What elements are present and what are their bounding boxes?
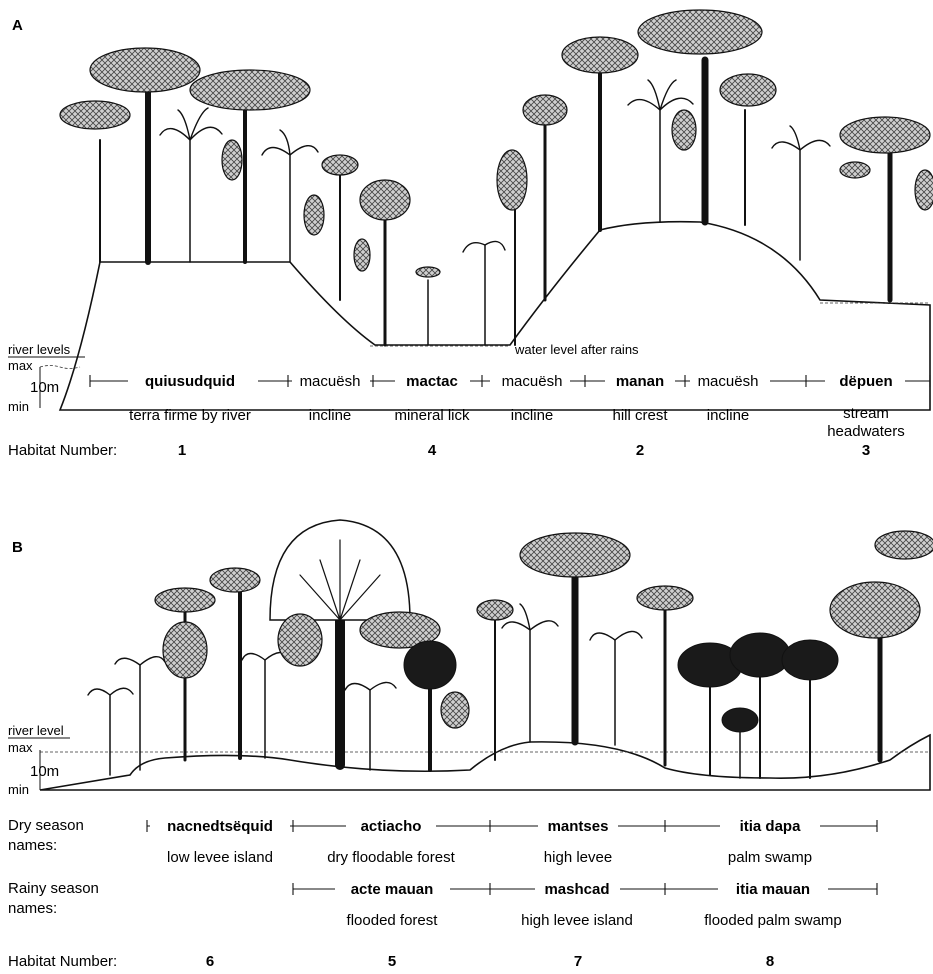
rainy-gloss: flooded palm swamp: [704, 912, 842, 929]
min-label: min: [8, 782, 29, 797]
segment-gloss: mineral lick: [394, 407, 470, 424]
segment-gloss: incline: [511, 407, 554, 424]
terrain-profile-b: [40, 735, 930, 790]
segment-gloss: incline: [707, 407, 750, 424]
dry-name: itia dapa: [740, 818, 802, 835]
dry-name: nacnedtsëquid: [167, 818, 273, 835]
dry-gloss: high levee: [544, 849, 612, 866]
dry-gloss: palm swamp: [728, 849, 812, 866]
habitat-number: 6: [206, 953, 214, 970]
segment-name: manan: [616, 373, 664, 390]
rainy-season-labels: acte mauan flooded forest mashcad high l…: [335, 877, 842, 929]
habitat-number: 4: [428, 442, 437, 459]
segment-gloss: hill crest: [612, 407, 668, 424]
rainy-gloss: high levee island: [521, 912, 633, 929]
segment-name: mactac: [406, 373, 458, 390]
habitat-number: 5: [388, 953, 396, 970]
forest-trees-b: [88, 520, 933, 778]
dry-name: mantses: [548, 818, 609, 835]
segment-gloss-line-1: stream: [843, 405, 889, 422]
panel-b: B: [8, 520, 933, 970]
dry-gloss: low levee island: [167, 849, 273, 866]
rainy-gloss: flooded forest: [347, 912, 439, 929]
segment-name: macuësh: [698, 373, 759, 390]
habitat-number: 2: [636, 442, 644, 459]
segment-gloss: terra firme by river: [129, 407, 251, 424]
panel-a: A: [8, 10, 933, 459]
segment-name: quiusudquid: [145, 373, 235, 390]
segment-name: macuësh: [502, 373, 563, 390]
min-label: min: [8, 399, 29, 414]
river-level-label: river level: [8, 723, 64, 738]
water-level-note: water level after rains: [514, 342, 639, 357]
habitat-number: 7: [574, 953, 582, 970]
max-label: max: [8, 740, 33, 755]
segment-gloss: incline: [309, 407, 352, 424]
dry-season-label-line-1: Dry season: [8, 817, 84, 834]
segment-gloss-line-2: headwaters: [827, 423, 905, 440]
rainy-season-label-line-1: Rainy season: [8, 880, 99, 897]
dry-season-labels: nacnedtsëquid low levee island actiacho …: [150, 814, 820, 866]
segment-name: dëpuen: [839, 373, 892, 390]
rainy-name: acte mauan: [351, 881, 434, 898]
habitat-number-label-a: Habitat Number:: [8, 442, 117, 459]
panel-b-letter: B: [12, 539, 23, 556]
dry-gloss: dry floodable forest: [327, 849, 455, 866]
rainy-name: mashcad: [544, 881, 609, 898]
habitat-number: 3: [862, 442, 870, 459]
max-label: max: [8, 358, 33, 373]
habitat-number: 8: [766, 953, 774, 970]
dry-name: actiacho: [361, 818, 422, 835]
scale-label-10m: 10m: [30, 379, 59, 396]
habitat-number: 1: [178, 442, 186, 459]
habitat-number-label-b: Habitat Number:: [8, 953, 117, 970]
river-levels-label: river levels: [8, 342, 71, 357]
dry-season-label-line-2: names:: [8, 837, 57, 854]
scale-label-10m: 10m: [30, 763, 59, 780]
rainy-season-label-line-2: names:: [8, 900, 57, 917]
rainy-name: itia mauan: [736, 881, 810, 898]
segment-name: macuësh: [300, 373, 361, 390]
panel-a-letter: A: [12, 17, 23, 34]
